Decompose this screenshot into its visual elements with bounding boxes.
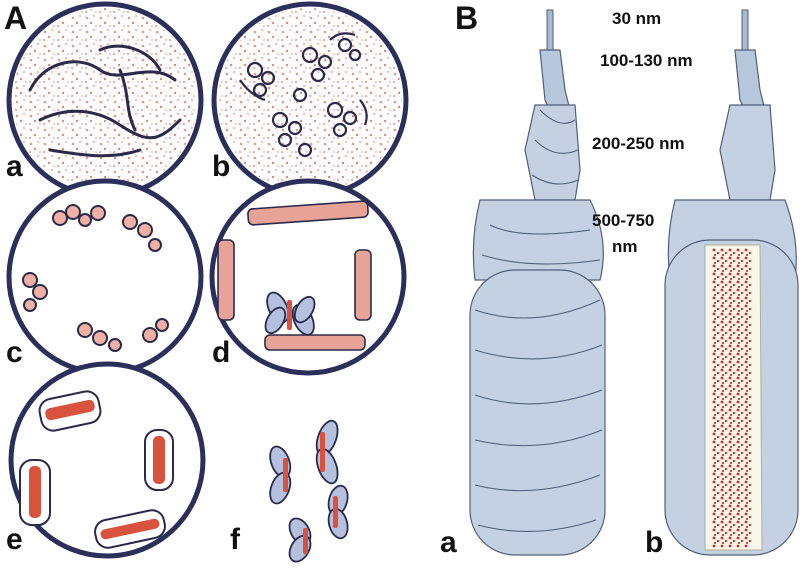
fiber-a: [469, 9, 606, 556]
scale-30nm: 30 nm: [612, 9, 662, 28]
label-c: c: [6, 336, 23, 369]
label-Bb: b: [645, 526, 664, 559]
panel-label-A: A: [4, 0, 28, 36]
panel-label-B: B: [455, 0, 479, 36]
label-a: a: [6, 150, 23, 183]
chromatid-cores-f: [283, 300, 338, 554]
cell-d: [209, 178, 407, 376]
scale-500-750-line2: nm: [612, 237, 638, 256]
scale-100-130nm: 100-130 nm: [600, 51, 693, 70]
cell-c: [6, 178, 204, 376]
cell-b: [211, 1, 409, 199]
cell-e: [8, 361, 206, 559]
cell-a: [6, 1, 204, 199]
label-f: f: [230, 523, 240, 556]
label-Ba: a: [440, 526, 457, 559]
fiber-b: [664, 9, 799, 556]
scale-500-750-line1: 500-750: [592, 211, 655, 230]
label-e: e: [6, 523, 23, 556]
chromosomes-f: [264, 291, 349, 563]
label-d: d: [212, 336, 231, 369]
label-b: b: [212, 150, 231, 183]
scale-200-250nm: 200-250 nm: [592, 134, 685, 153]
